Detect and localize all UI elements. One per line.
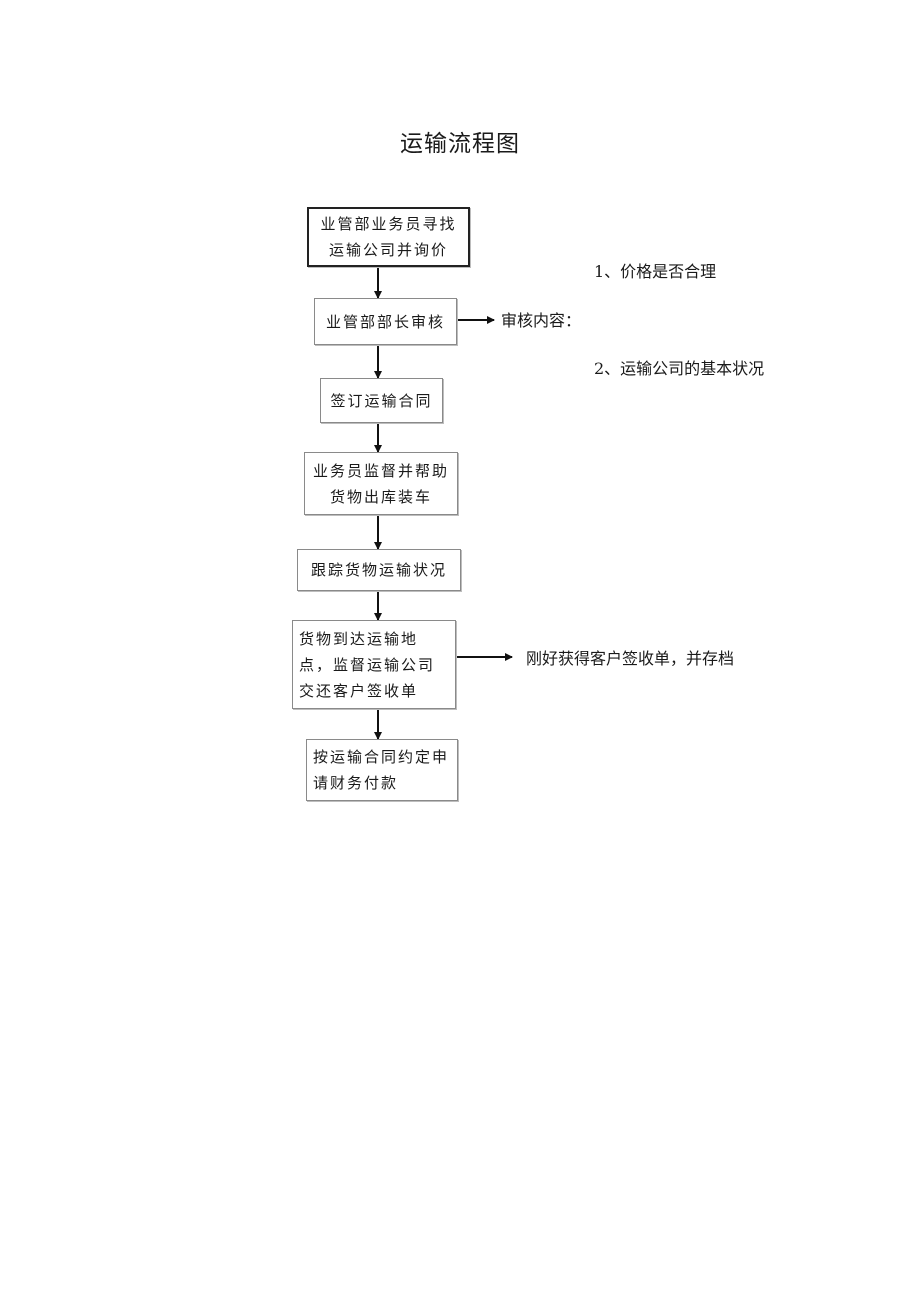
step-arrival-receipt: 货物到达运输地点，监督运输公司交还客户签收单 — [292, 620, 456, 709]
step-request-payment: 按运输合同约定申请财务付款 — [306, 739, 458, 801]
page-title: 运输流程图 — [400, 131, 520, 157]
step-label: 签订运输合同 — [330, 391, 433, 410]
step-manager-review: 业管部部长审核 — [314, 298, 457, 345]
step-label: 跟踪货物运输状况 — [310, 561, 447, 579]
step-label: 业务员监督并帮助货物出库装车 — [312, 461, 449, 506]
step-supervise-loading: 业务员监督并帮助货物出库装车 — [304, 452, 458, 515]
review-note-item-1: 1、价格是否合理 — [594, 262, 717, 281]
step-track-shipment: 跟踪货物运输状况 — [297, 549, 461, 591]
step-label: 货物到达运输地点，监督运输公司交还客户签收单 — [299, 629, 436, 700]
review-note-item-2: 2、运输公司的基本状况 — [594, 359, 765, 378]
step-label: 业管部部长审核 — [325, 312, 445, 331]
review-note-label: 审核内容： — [501, 311, 582, 330]
receipt-note: 刚好获得客户签收单，并存档 — [526, 649, 735, 668]
step-label: 按运输合同约定申请财务付款 — [313, 748, 450, 792]
step-find-carrier: 业管部业务员寻找运输公司并询价 — [307, 207, 470, 267]
step-label: 业管部业务员寻找运输公司并询价 — [320, 215, 457, 259]
step-sign-contract: 签订运输合同 — [320, 378, 443, 423]
